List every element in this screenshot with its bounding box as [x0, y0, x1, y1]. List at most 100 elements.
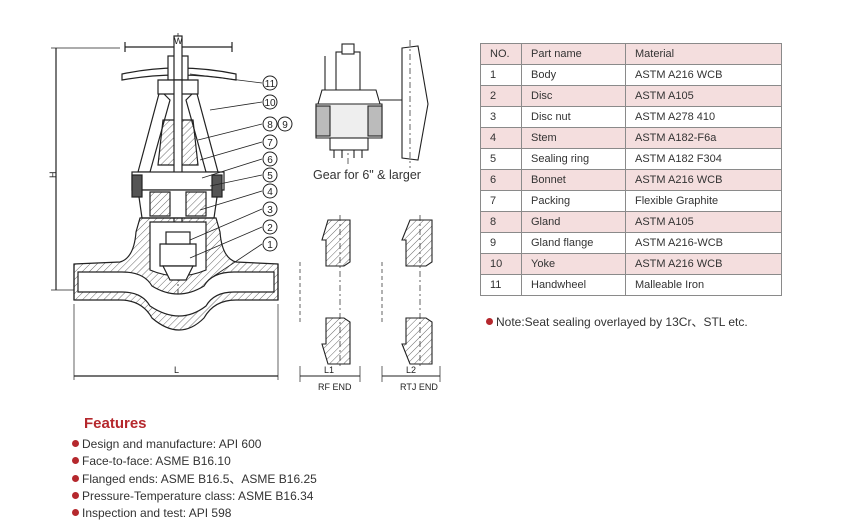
callout-leaders: [189, 73, 263, 277]
cell-no: 9: [480, 232, 522, 254]
callout-2: 2: [262, 219, 278, 235]
cell-material: ASTM A278 410: [625, 106, 782, 128]
cell-part: Yoke: [521, 253, 626, 275]
bullet-dot-icon: [486, 318, 493, 325]
dim-l-label: L: [174, 365, 179, 375]
callout-7: 7: [262, 134, 278, 150]
valve-section-view: [51, 33, 279, 380]
bullet-dot-icon: [72, 474, 79, 482]
cell-material: Flexible Graphite: [625, 190, 782, 212]
cell-material: ASTM A216 WCB: [625, 169, 782, 191]
bullet-dot-icon: [72, 457, 79, 465]
table-row: 5 Sealing ring ASTM A182 F304: [480, 148, 782, 170]
dim-w-label: W: [174, 36, 183, 46]
cell-no: 4: [480, 127, 522, 149]
cell-material: ASTM A216 WCB: [625, 253, 782, 275]
list-item: Flanged ends: ASME B16.5、ASME B16.25: [72, 471, 317, 488]
header-part-name: Part name: [521, 43, 626, 65]
table-row: 8 Gland ASTM A105: [480, 211, 782, 233]
note-text: Note:Seat sealing overlayed by 13Cr、STL …: [496, 315, 748, 329]
table-header-row: NO. Part name Material: [480, 43, 782, 65]
callout-10: 10: [262, 94, 278, 110]
rtj-end-view: [381, 215, 441, 382]
table-row: 6 Bonnet ASTM A216 WCB: [480, 169, 782, 191]
cell-no: 3: [480, 106, 522, 128]
svg-text:10: 10: [264, 98, 276, 109]
cell-part: Gland: [521, 211, 626, 233]
cell-material: ASTM A216-WCB: [625, 232, 782, 254]
svg-text:4: 4: [267, 187, 273, 198]
cell-no: 5: [480, 148, 522, 170]
cell-part: Stem: [521, 127, 626, 149]
rf-end-view: [299, 215, 361, 382]
svg-text:6: 6: [267, 155, 273, 166]
cell-material: ASTM A105: [625, 211, 782, 233]
svg-text:8: 8: [267, 120, 273, 131]
cell-no: 1: [480, 64, 522, 86]
cell-no: 10: [480, 253, 522, 275]
table-row: 2 Disc ASTM A105: [480, 85, 782, 107]
table-row: 4 Stem ASTM A182-F6a: [480, 127, 782, 149]
cell-part: Body: [521, 64, 626, 86]
cell-part: Bonnet: [521, 169, 626, 191]
table-row: 11 Handwheel Malleable Iron: [480, 274, 782, 296]
table-row: 3 Disc nut ASTM A278 410: [480, 106, 782, 128]
cell-part: Handwheel: [521, 274, 626, 296]
cell-no: 8: [480, 211, 522, 233]
callout-5: 5: [262, 167, 278, 183]
cell-material: ASTM A105: [625, 85, 782, 107]
svg-text:1: 1: [267, 240, 273, 251]
dim-h-label: H: [48, 172, 58, 179]
list-item: Pressure-Temperature class: ASME B16.34: [72, 488, 317, 505]
cell-part: Disc: [521, 85, 626, 107]
list-item: Face-to-face: ASME B16.10: [72, 453, 317, 470]
cell-material: ASTM A182-F6a: [625, 127, 782, 149]
callout-1: 1: [262, 236, 278, 252]
cell-no: 6: [480, 169, 522, 191]
list-item: Design and manufacture: API 600: [72, 436, 317, 453]
cell-part: Packing: [521, 190, 626, 212]
rtj-end-label: RTJ END: [400, 382, 438, 392]
cell-part: Sealing ring: [521, 148, 626, 170]
header-material: Material: [625, 43, 782, 65]
svg-text:9: 9: [282, 120, 288, 131]
rf-end-label: RF END: [318, 382, 352, 392]
seat-sealing-note: Note:Seat sealing overlayed by 13Cr、STL …: [486, 313, 748, 330]
callout-4: 4: [262, 183, 278, 199]
features-list: Design and manufacture: API 600 Face-to-…: [72, 436, 317, 522]
cell-material: ASTM A182 F304: [625, 148, 782, 170]
cell-no: 11: [480, 274, 522, 296]
svg-text:7: 7: [267, 138, 273, 149]
cell-part: Disc nut: [521, 106, 626, 128]
cell-part: Gland flange: [521, 232, 626, 254]
callout-11: 11: [262, 75, 278, 91]
dim-l1-label: L1: [324, 365, 334, 375]
callout-3: 3: [262, 201, 278, 217]
list-item: Inspection and test: API 598: [72, 505, 317, 522]
header-no: NO.: [480, 43, 522, 65]
callout-8: 8: [262, 116, 278, 132]
gear-caption: Gear for 6" & larger: [313, 168, 421, 182]
parts-material-table: NO. Part name Material 1 Body ASTM A216 …: [480, 43, 782, 296]
gear-operator-view: [315, 40, 429, 168]
bullet-dot-icon: [72, 440, 79, 447]
callout-6: 6: [262, 151, 278, 167]
bullet-dot-icon: [72, 491, 79, 499]
table-row: 7 Packing Flexible Graphite: [480, 190, 782, 212]
features-title: Features: [84, 415, 147, 432]
svg-text:2: 2: [267, 223, 273, 234]
table-row: 1 Body ASTM A216 WCB: [480, 64, 782, 86]
cell-material: ASTM A216 WCB: [625, 64, 782, 86]
svg-text:11: 11: [265, 79, 276, 90]
callout-9: 9: [277, 116, 293, 132]
dim-l2-label: L2: [406, 365, 416, 375]
svg-text:5: 5: [267, 171, 273, 182]
svg-text:3: 3: [267, 205, 273, 216]
cell-no: 7: [480, 190, 522, 212]
table-row: 10 Yoke ASTM A216 WCB: [480, 253, 782, 275]
table-row: 9 Gland flange ASTM A216-WCB: [480, 232, 782, 254]
cell-material: Malleable Iron: [625, 274, 782, 296]
bullet-dot-icon: [72, 509, 79, 517]
cell-no: 2: [480, 85, 522, 107]
